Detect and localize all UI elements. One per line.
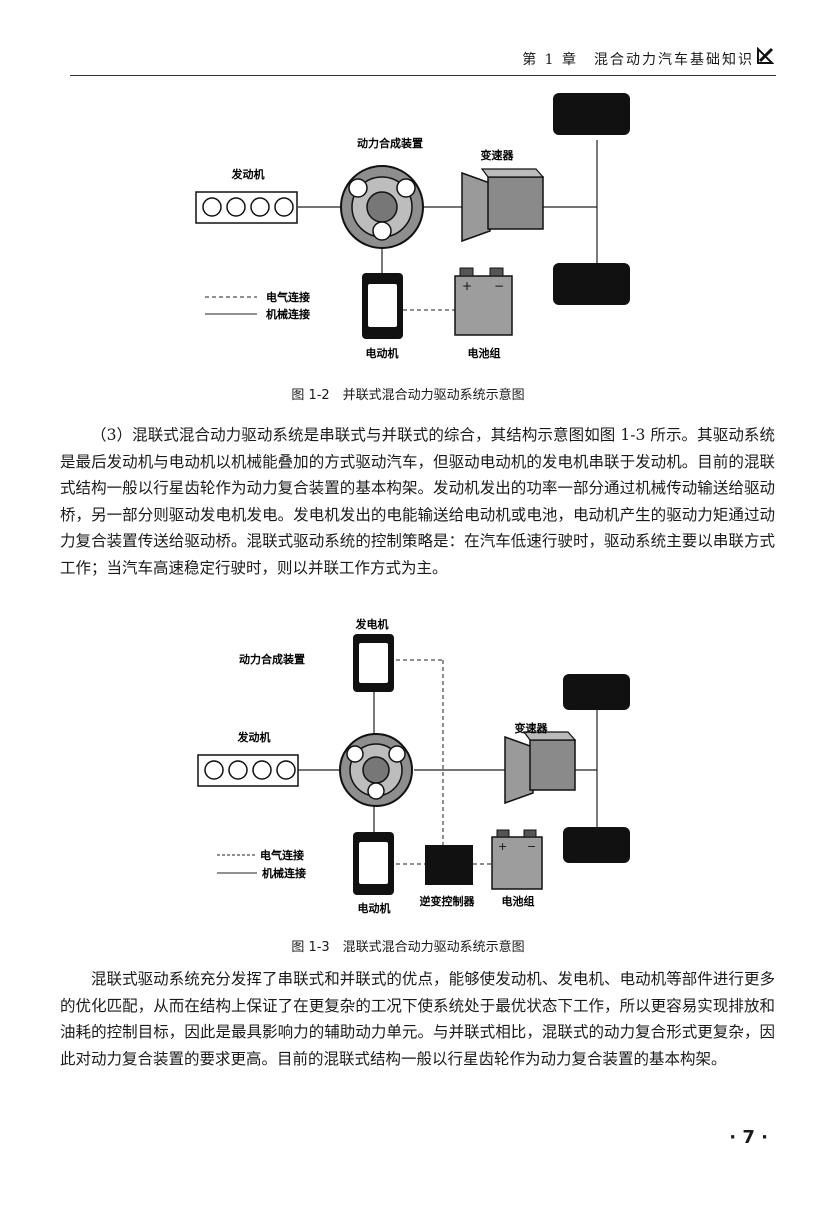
figure-1-2-caption: 图 1-2 并联式混合动力驱动系统示意图	[291, 388, 525, 403]
paragraph-hybrid-description: （3）混联式混合动力驱动系统是串联式与并联式的综合，其结构示意图如图 1-3 所…	[60, 422, 775, 581]
header-rule	[70, 75, 776, 76]
label-power-unit: 动力合成装置	[239, 652, 305, 666]
wheel-top	[553, 93, 630, 135]
label-inverter: 逆变控制器	[420, 894, 476, 908]
svg-text:−: −	[494, 279, 504, 293]
paragraph-text: 混联式驱动系统充分发挥了串联式和并联式的优点，能够使发动机、发电机、电动机等部件…	[60, 970, 775, 1068]
corner-arrow-icon	[757, 47, 774, 64]
label-transmission: 变速器	[481, 148, 515, 162]
page-number: · 7 ·	[729, 1127, 768, 1148]
legend-electric: 电气连接	[266, 290, 310, 304]
label-engine: 发动机	[231, 167, 265, 181]
label-generator: 发电机	[355, 617, 389, 631]
label-power-unit: 动力合成装置	[357, 136, 423, 150]
figure-1-3-caption: 图 1-3 混联式混合动力驱动系统示意图	[291, 940, 525, 955]
label-motor: 电动机	[358, 901, 391, 915]
legend-electric: 电气连接	[260, 848, 304, 862]
chapter-title: 第 1 章 混合动力汽车基础知识	[522, 52, 754, 68]
legend-mechanical: 机械连接	[266, 307, 310, 321]
legend-mechanical: 机械连接	[262, 866, 306, 880]
label-battery: 电池组	[468, 346, 501, 360]
paragraph-hybrid-advantages: 混联式驱动系统充分发挥了串联式和并联式的优点，能够使发动机、发电机、电动机等部件…	[60, 966, 775, 1072]
label-battery: 电池组	[502, 894, 535, 908]
figure-series-parallel-hybrid: + − 发电机 动力合成装置 发动机 变速器 电动机 逆变控制器 电池组 电气连…	[0, 612, 816, 927]
svg-text:+: +	[462, 279, 472, 293]
paragraph-text: （3）混联式混合动力驱动系统是串联式与并联式的综合，其结构示意图如图 1-3 所…	[60, 426, 775, 577]
label-transmission: 变速器	[515, 721, 549, 735]
page-header: 第 1 章 混合动力汽车基础知识	[0, 0, 816, 80]
svg-text:−: −	[527, 840, 536, 853]
label-engine: 发动机	[237, 730, 271, 744]
wheel-bottom	[553, 263, 630, 305]
figure-parallel-hybrid: + − 动力合成装置 发动机 变速器 电动机 电池组 电气连接 机械连接	[0, 85, 816, 385]
svg-text:+: +	[498, 840, 507, 853]
label-motor: 电动机	[366, 346, 399, 360]
